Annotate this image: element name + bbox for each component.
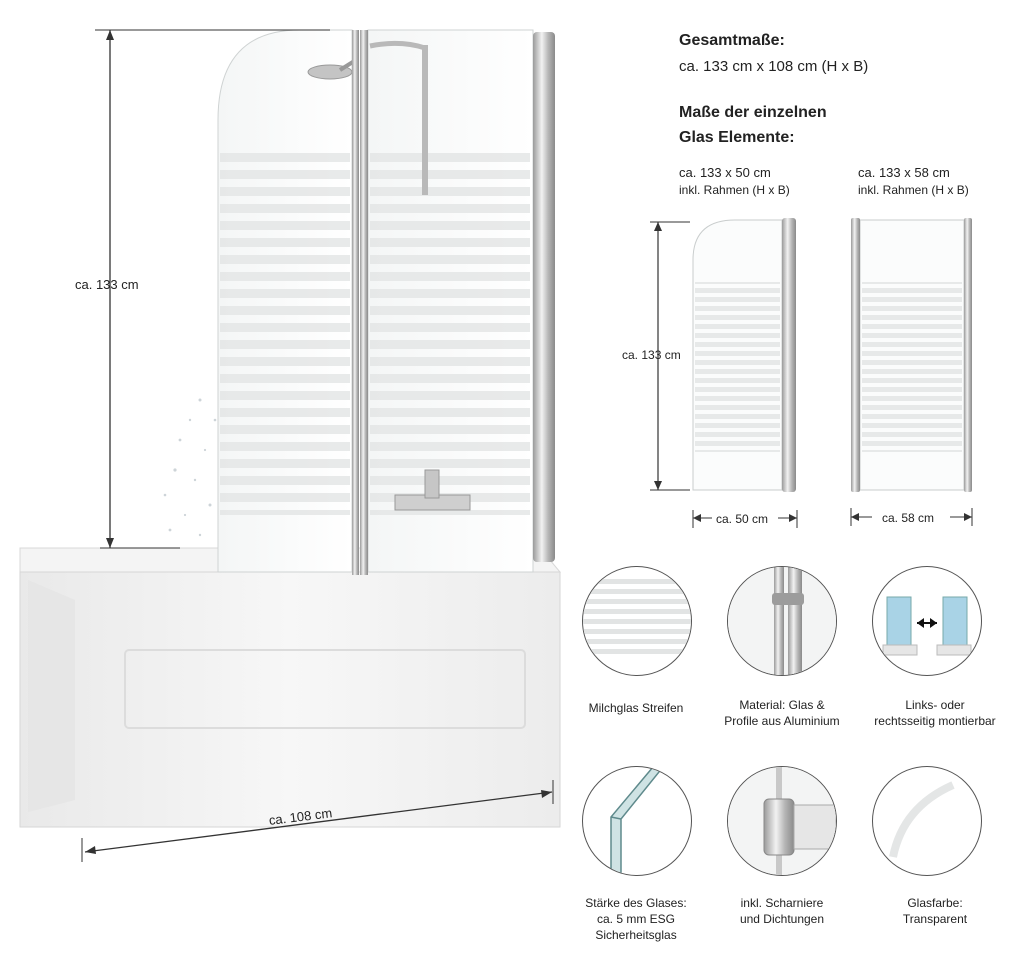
panel-a-size: ca. 133 x 50 cm	[679, 165, 771, 180]
wall-profile	[533, 32, 555, 562]
panel-b-width-label: ca. 58 cm	[882, 511, 935, 525]
bathtub-panel	[124, 649, 526, 729]
panel-b-size: ca. 133 x 58 cm	[858, 165, 950, 180]
elements-heading-1: Maße der einzelnen	[679, 104, 827, 121]
feature-caption-2: Material: Glas &Profile aus Aluminium	[724, 698, 840, 728]
feature-caption-1: Milchglas Streifen	[588, 701, 684, 715]
overall-value: ca. 133 cm x 108 cm (H x B)	[679, 58, 869, 75]
overall-heading: Gesamtmaße:	[679, 32, 785, 49]
panel-a-height-label: ca. 133 cm	[622, 348, 681, 362]
glass-edge-icon	[582, 766, 692, 876]
transparent-glass-icon	[872, 766, 982, 876]
feature-caption-6: Glasfarbe:Transparent	[902, 896, 968, 926]
height-label: ca. 133 cm	[75, 277, 139, 292]
middle-profile	[352, 30, 359, 575]
mount-side-icon	[872, 566, 982, 676]
panel-a-width-label: ca. 50 cm	[716, 512, 769, 526]
width-dimension-line	[84, 791, 553, 853]
bathtub-front	[19, 571, 561, 828]
frosted-stripes-icon	[582, 566, 692, 676]
panel-b-note: inkl. Rahmen (H x B)	[858, 183, 969, 197]
hinge-icon	[727, 766, 837, 876]
elements-heading-2: Glas Elemente:	[679, 129, 795, 146]
aluminium-profile-icon	[727, 566, 837, 676]
panel-a-note: inkl. Rahmen (H x B)	[679, 183, 790, 197]
